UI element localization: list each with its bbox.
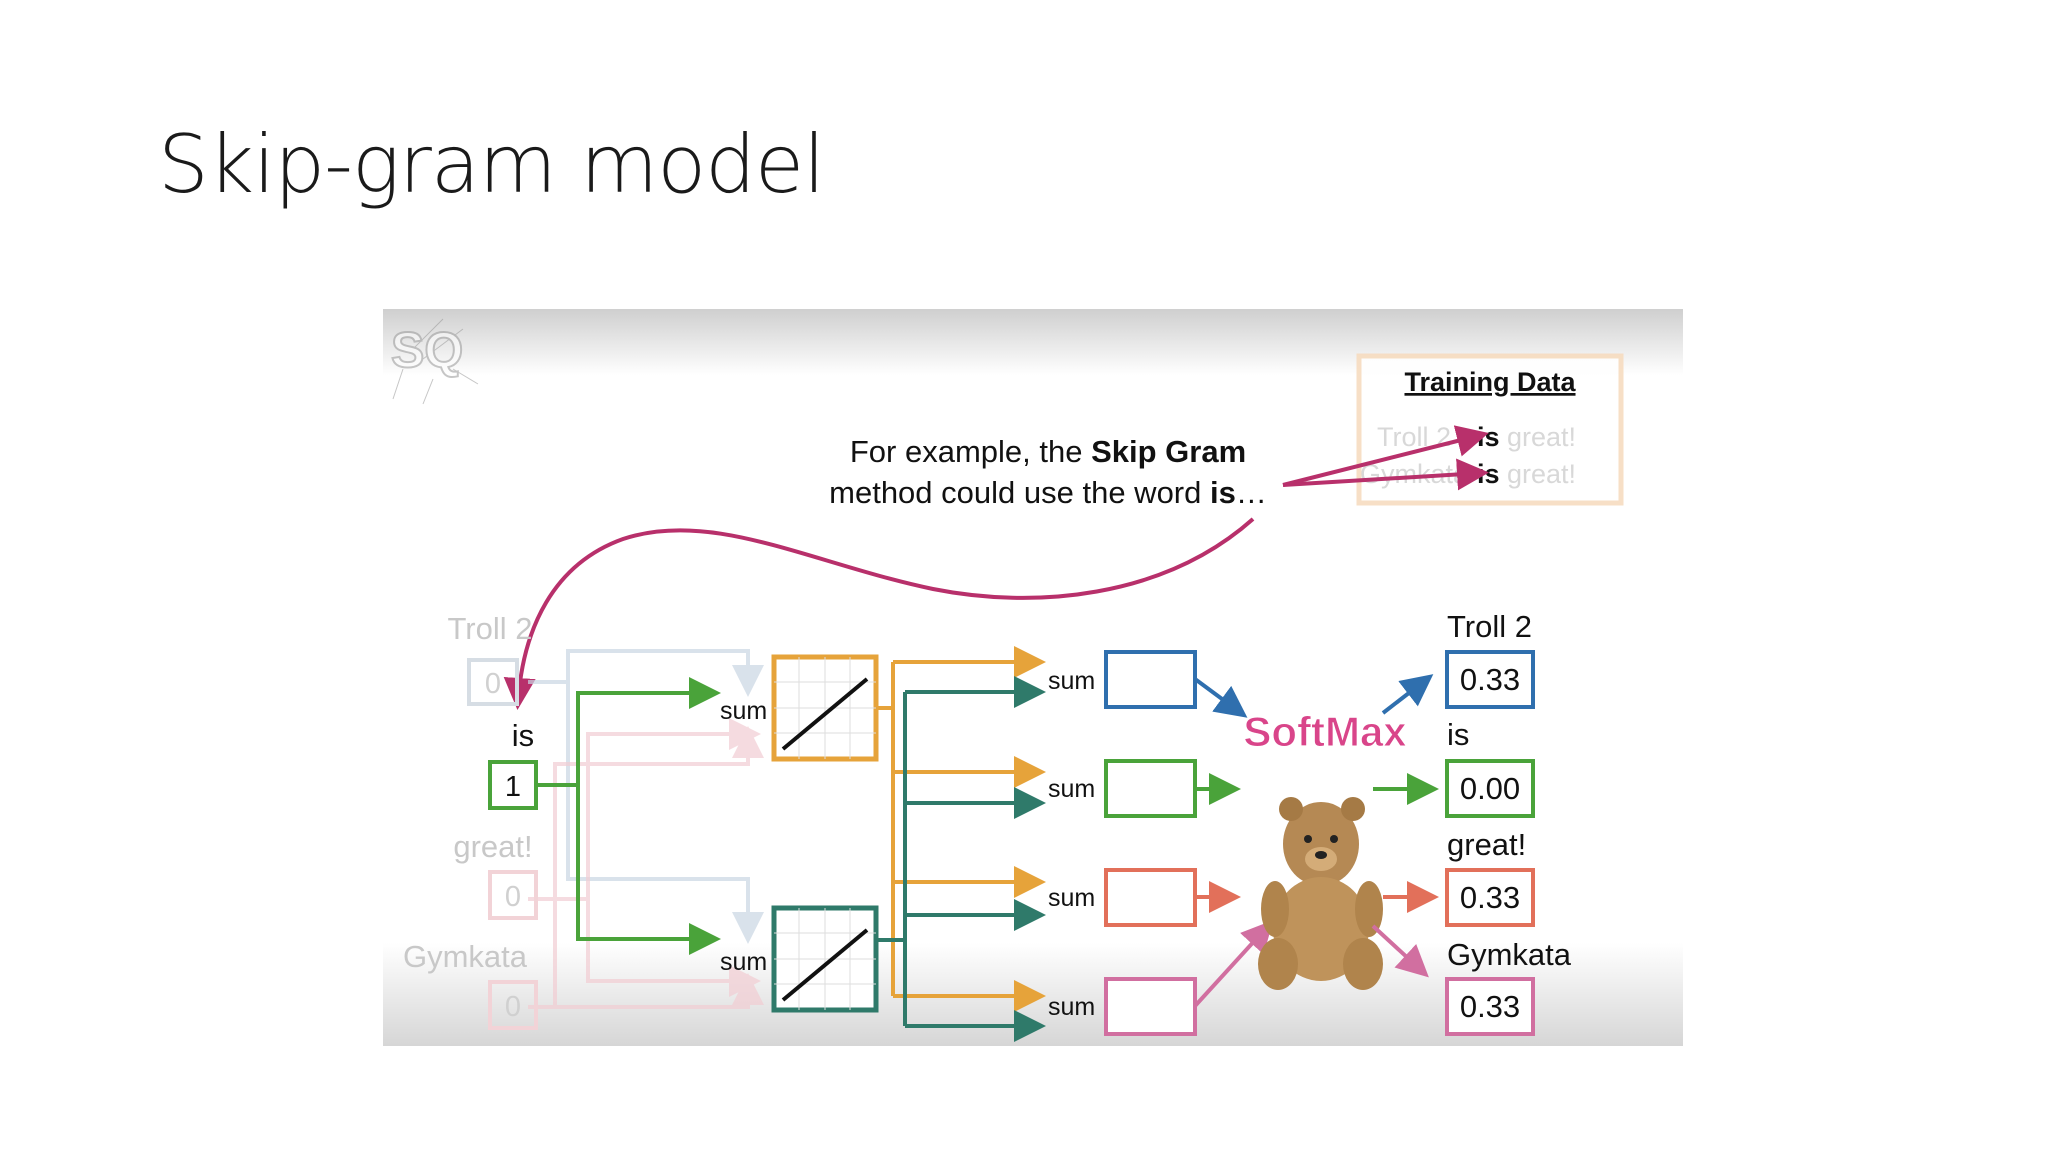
- output-value-troll-2: 0.33: [1460, 662, 1520, 697]
- teal-connections: [876, 676, 1046, 1042]
- output-label-gymkata: Gymkata: [1447, 937, 1572, 972]
- training-row-1-pre: Troll 2: [1377, 422, 1451, 452]
- from-softmax-1: [1381, 674, 1434, 715]
- output-sum-2: sum: [1048, 775, 1095, 803]
- sum-box-3: [1104, 868, 1197, 927]
- input-label-is: is: [512, 718, 534, 753]
- green-connections: [536, 677, 721, 955]
- to-softmax-1: [1193, 677, 1248, 718]
- output-value-is: 0.00: [1460, 771, 1520, 806]
- output-box-great: [1445, 868, 1535, 927]
- caption-line-2: method could use the word is…: [829, 475, 1267, 510]
- output-sum-3: sum: [1048, 884, 1095, 912]
- input-value-great: 0: [505, 881, 521, 913]
- activation-bottom-line: [781, 928, 869, 1002]
- activation-bottom: [771, 905, 879, 1013]
- input-label-great: great!: [453, 829, 532, 864]
- arrow-to-is-input: [503, 517, 1255, 710]
- input-layer: Troll 2 0 is 1 great! 0 Gymkata 0: [403, 611, 538, 1030]
- output-label-is: is: [1447, 717, 1469, 752]
- output-layer: Troll 2 0.33 is 0.00 great! 0.33 Gymkata…: [1445, 609, 1572, 1036]
- input-label-troll-2: Troll 2: [448, 611, 533, 646]
- training-row-2-post: great!: [1507, 459, 1576, 489]
- faint-other-connections: [528, 718, 764, 1009]
- to-softmax-4: [1193, 920, 1274, 1008]
- teddy-bear-image: [1258, 797, 1383, 990]
- network-diagram: SQ Training Data Troll 2 is great! Gymka…: [383, 309, 1683, 1046]
- hidden-sum-bottom: sum: [720, 948, 767, 976]
- sq-logo: SQ: [390, 318, 479, 405]
- input-value-is: 1: [505, 771, 521, 803]
- caption-line-1: For example, the Skip Gram: [850, 434, 1246, 469]
- output-box-is: [1445, 759, 1535, 818]
- sum-box-2: [1104, 759, 1197, 818]
- output-value-gymkata: 0.33: [1460, 989, 1520, 1024]
- activation-top: [771, 654, 879, 762]
- input-box-gymkata: [488, 980, 538, 1030]
- sum-box-1: [1104, 650, 1197, 709]
- hidden-sum-top: sum: [720, 697, 767, 725]
- training-data-box: Training Data Troll 2 is great! Gymkata …: [1356, 353, 1624, 506]
- input-value-gymkata: 0: [505, 991, 521, 1023]
- green-arrow-top: [576, 677, 721, 785]
- input-value-troll-2: 0: [485, 668, 501, 700]
- from-softmax-4: [1371, 924, 1429, 978]
- training-row-1-post: great!: [1507, 422, 1576, 452]
- arrow-to-row-2: [1282, 458, 1489, 491]
- logo-text: SQ: [391, 322, 463, 378]
- output-box-troll-2: [1445, 650, 1535, 709]
- sum-box-4: [1104, 977, 1197, 1036]
- skip-gram-figure: SQ Training Data Troll 2 is great! Gymka…: [383, 309, 1683, 1046]
- training-data-title: Training Data: [1404, 367, 1576, 397]
- input-box-troll-2: [467, 658, 519, 706]
- softmax-label: SoftMax: [1243, 708, 1407, 755]
- green-arrow-bottom: [576, 785, 721, 955]
- faint-troll-connections: [528, 649, 764, 944]
- output-sum-4: sum: [1048, 993, 1095, 1021]
- slide-title: Skip-gram model: [158, 118, 825, 211]
- caption: For example, the Skip Gram method could …: [829, 434, 1267, 510]
- input-box-great: [488, 870, 538, 920]
- output-label-troll-2: Troll 2: [1447, 609, 1532, 644]
- activation-top-line: [781, 677, 869, 751]
- output-value-great: 0.33: [1460, 880, 1520, 915]
- output-sum-1: sum: [1048, 667, 1095, 695]
- output-box-gymkata: [1445, 977, 1535, 1036]
- pointer-arrows: [503, 425, 1489, 710]
- input-label-gymkata: Gymkata: [403, 939, 528, 974]
- arrow-to-row-1: [1282, 425, 1489, 487]
- output-label-great: great!: [1447, 827, 1526, 862]
